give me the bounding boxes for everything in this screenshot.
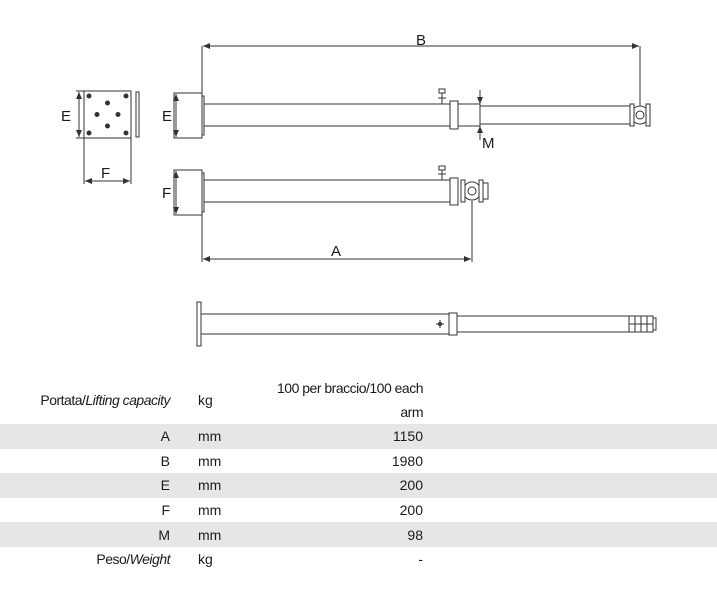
dim-label-b: B <box>416 32 426 49</box>
top-view-arm <box>196 301 657 347</box>
spec-unit: mm <box>198 452 222 469</box>
spec-unit: mm <box>170 424 268 449</box>
spec-row-m: M mm 98 <box>0 522 717 547</box>
retracted-arm-view <box>173 165 489 262</box>
dim-label-e-arm: E <box>162 108 172 125</box>
spec-name: Portata/Lifting capacity <box>0 376 170 424</box>
flange-plate-view <box>76 90 140 184</box>
dim-label-e-plate: E <box>61 108 71 125</box>
spec-unit: kg <box>198 392 213 408</box>
spec-name-main: Portata/ <box>40 392 86 408</box>
spec-unit: kg <box>198 551 213 568</box>
dim-label-f-plate: F <box>101 165 110 182</box>
spec-value: 200 <box>399 502 423 519</box>
spec-unit: mm <box>170 473 268 498</box>
dim-label-f-arm: F <box>162 185 171 202</box>
spec-name: A <box>0 424 170 449</box>
spec-value: - <box>418 551 423 568</box>
technical-drawing: E F B E M <box>61 32 657 347</box>
spec-value: 98 <box>268 522 423 547</box>
spec-unit: mm <box>198 502 222 519</box>
dim-label-m: M <box>482 135 495 152</box>
spec-row-e: E mm 200 <box>0 473 717 498</box>
dim-label-a: A <box>331 243 341 260</box>
spec-unit: mm <box>170 522 268 547</box>
spec-name: B <box>160 452 170 469</box>
spec-row-a: A mm 1150 <box>0 424 717 449</box>
spec-row-weight: Peso/Weight kg - <box>0 547 717 572</box>
extended-arm-view <box>173 43 651 140</box>
spec-value: 100 per braccio/100 each arm <box>277 380 424 420</box>
spec-value: 1980 <box>391 452 423 469</box>
spec-row-b: B mm 1980 <box>0 449 717 474</box>
spec-name-main: Peso/ <box>96 551 130 568</box>
spec-name-italic: Weight <box>129 551 171 568</box>
spec-value: 200 <box>268 473 423 498</box>
specifications-table: Portata/Lifting capacity kg 100 per brac… <box>0 376 717 572</box>
spec-row-capacity: Portata/Lifting capacity kg 100 per brac… <box>0 376 717 424</box>
spec-value: 1150 <box>268 424 423 449</box>
spec-name: E <box>0 473 170 498</box>
spec-name: M <box>0 522 170 547</box>
spec-name: F <box>161 502 170 519</box>
spec-row-f: F mm 200 <box>0 498 717 523</box>
spec-name-italic: Lifting capacity <box>85 392 170 408</box>
spec-name: Peso/Weight <box>0 547 170 572</box>
